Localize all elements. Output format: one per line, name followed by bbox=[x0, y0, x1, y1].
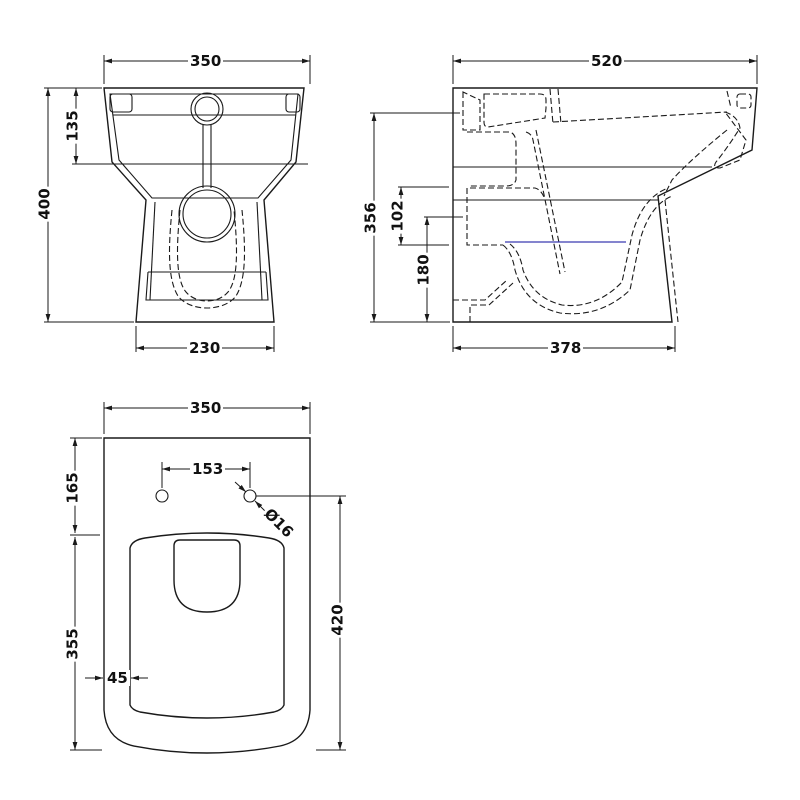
back-to-holes-label: 165 bbox=[63, 470, 82, 506]
seat-offset-label: 45 bbox=[105, 669, 130, 687]
top-width-label: 350 bbox=[188, 399, 224, 417]
side-view-dimensions bbox=[370, 55, 758, 352]
front-view bbox=[100, 87, 308, 323]
front-height-label: 400 bbox=[35, 186, 54, 222]
front-view-dimensions bbox=[44, 55, 311, 352]
side-length-label: 520 bbox=[589, 52, 625, 70]
side-height-label: 356 bbox=[361, 200, 380, 236]
top-view-dimensions bbox=[70, 402, 346, 751]
side-outlet-lower-label: 180 bbox=[414, 252, 433, 288]
holes-to-front-left-label: 355 bbox=[63, 626, 82, 662]
side-view bbox=[452, 87, 758, 323]
holes-spacing-label: 153 bbox=[190, 460, 226, 478]
side-outlet-upper-label: 102 bbox=[388, 198, 407, 234]
top-view bbox=[103, 437, 311, 754]
front-bowl-depth-label: 135 bbox=[63, 108, 82, 144]
holes-to-front-right-label: 420 bbox=[328, 602, 347, 638]
front-width-label: 350 bbox=[188, 52, 224, 70]
front-base-width-label: 230 bbox=[187, 339, 223, 357]
side-base-length-label: 378 bbox=[548, 339, 584, 357]
